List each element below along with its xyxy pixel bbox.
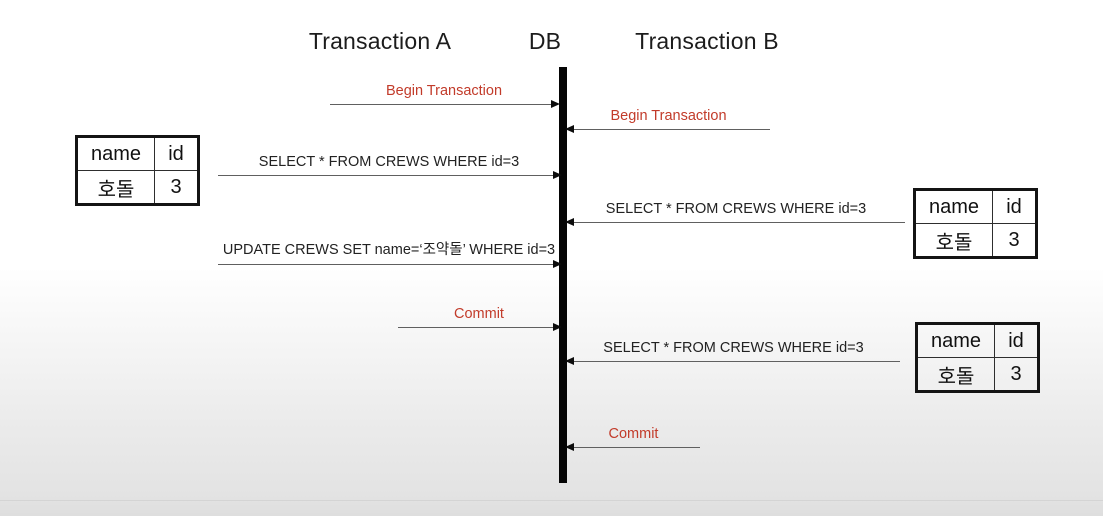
table-header-row: name id — [914, 189, 1037, 224]
message-label: SELECT * FROM CREWS WHERE id=3 — [258, 154, 520, 170]
result-table-b-1: name id 호돌 3 — [913, 188, 1038, 259]
arrowhead-left-icon — [565, 443, 574, 451]
table-header-row: name id — [76, 136, 199, 171]
result-table-a: name id 호돌 3 — [75, 135, 200, 206]
table-header-id: id — [154, 136, 199, 171]
message-label: Commit — [608, 426, 659, 442]
lifeline-title-db: DB — [528, 28, 562, 54]
db-lifeline-bar — [559, 67, 567, 483]
message-label: UPDATE CREWS SET name=‘조약돌’ WHERE id=3 — [222, 242, 556, 258]
table-header-name: name — [914, 189, 993, 224]
message-label: Begin Transaction — [610, 108, 727, 124]
arrowhead-left-icon — [565, 218, 574, 226]
arrow-line — [218, 264, 560, 265]
table-header-row: name id — [916, 323, 1039, 358]
table-cell-name: 호돌 — [914, 223, 993, 258]
table-header-name: name — [76, 136, 155, 171]
message-label: Begin Transaction — [385, 83, 503, 99]
table-row: 호돌 3 — [76, 170, 199, 205]
arrow-line — [330, 104, 558, 105]
message-label: Commit — [454, 306, 504, 322]
arrow-line — [567, 222, 905, 223]
arrowhead-right-icon — [553, 323, 562, 331]
background-seam-line — [0, 500, 1103, 501]
message-label: SELECT * FROM CREWS WHERE id=3 — [605, 201, 867, 217]
arrow-line — [398, 327, 560, 328]
table-row: 호돌 3 — [914, 223, 1037, 258]
arrow-line — [567, 361, 900, 362]
message-label: SELECT * FROM CREWS WHERE id=3 — [603, 340, 864, 356]
arrowhead-left-icon — [565, 357, 574, 365]
table-cell-id: 3 — [994, 357, 1039, 392]
lifeline-title-transaction-a: Transaction A — [308, 28, 452, 54]
table-header-id: id — [992, 189, 1037, 224]
arrowhead-right-icon — [551, 100, 560, 108]
arrow-line — [567, 447, 700, 448]
table-cell-name: 호돌 — [916, 357, 995, 392]
arrow-line — [218, 175, 560, 176]
arrowhead-right-icon — [553, 171, 562, 179]
table-cell-name: 호돌 — [76, 170, 155, 205]
table-header-name: name — [916, 323, 995, 358]
table-cell-id: 3 — [154, 170, 199, 205]
lifeline-title-transaction-b: Transaction B — [635, 28, 779, 54]
result-table-b-2: name id 호돌 3 — [915, 322, 1040, 393]
arrowhead-left-icon — [565, 125, 574, 133]
table-header-id: id — [994, 323, 1039, 358]
arrowhead-right-icon — [553, 260, 562, 268]
arrow-line — [567, 129, 770, 130]
table-row: 호돌 3 — [916, 357, 1039, 392]
table-cell-id: 3 — [992, 223, 1037, 258]
